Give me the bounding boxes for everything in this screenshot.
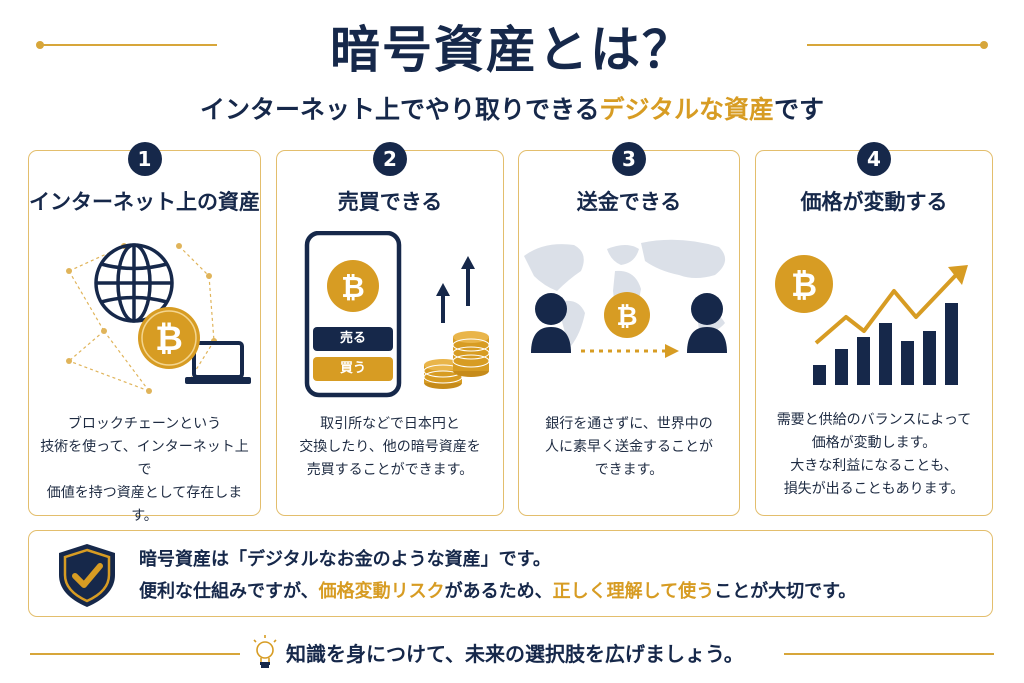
- card-text-line: 大きな利益になることも、: [790, 458, 958, 474]
- arrow-right-icon: [581, 344, 679, 358]
- card-text-line: できます。: [594, 462, 664, 478]
- smartphone-icon: [304, 231, 402, 398]
- shield-check-icon: [59, 544, 115, 607]
- person-icon: [687, 293, 727, 353]
- card-remittance: 3 送金できる ₿: [518, 142, 740, 516]
- summary-line-1: 暗号資産は「デジタルなお金のような資産」です。: [139, 549, 551, 570]
- sell-button: 売る: [313, 327, 393, 351]
- subtitle-highlight: デジタルな資産: [599, 95, 774, 124]
- card-description: 需要と供給のバランスによって 価格が変動します。 大きな利益になることも、 損失…: [766, 409, 982, 501]
- card-text-line: 価格が変動します。: [811, 435, 937, 451]
- card-text-line: 取引所などで日本円と: [320, 416, 460, 432]
- card-number-badge: 2: [373, 142, 407, 176]
- footer-text: 知識を身につけて、未来の選択肢を広げましょう。: [286, 642, 744, 666]
- svg-text:₿: ₿: [616, 302, 637, 332]
- summary-line-2: 便利な仕組みですが、価格変動リスクがあるため、正しく理解して使うことが大切です。: [139, 577, 856, 603]
- card-illustration: ₿: [756, 231, 992, 411]
- card-price-volatility: 4 価格が変動する ₿ 需要と供給のバランスによって 価格が変: [755, 142, 993, 516]
- lightbulb-icon: [253, 635, 277, 668]
- coin-stack-icon: [423, 331, 490, 389]
- footer-divider-right: [784, 653, 994, 655]
- card-title: 売買できる: [337, 190, 443, 214]
- card-number-badge: 3: [612, 142, 646, 176]
- card-illustration: ₿: [519, 231, 739, 411]
- card-text-line: 売買することができます。: [306, 462, 474, 478]
- svg-text:₿: ₿: [155, 319, 183, 359]
- card-description: 取引所などで日本円と 交換したり、他の暗号資産を 売買することができます。: [287, 413, 493, 482]
- buy-button: 買う: [313, 357, 393, 381]
- summary-text: 便利な仕組みですが、: [139, 581, 319, 602]
- bitcoin-icon: ₿: [775, 255, 833, 313]
- title-divider-right: [807, 41, 988, 49]
- bar-chart-icon: [813, 303, 958, 385]
- card-text-line: 人に素早く送金することが: [545, 439, 713, 455]
- svg-text:₿: ₿: [341, 270, 365, 304]
- card-trading: 2 売買できる ₿: [276, 142, 504, 516]
- card-text-line: ブロックチェーンという: [67, 416, 222, 432]
- bitcoin-icon: ₿: [604, 292, 650, 338]
- card-text-line: 銀行を通さずに、世界中の: [545, 416, 713, 432]
- arrow-up-icon: [436, 256, 475, 323]
- summary-text: ことが大切です。: [714, 581, 857, 602]
- card-title: インターネット上の資産: [29, 190, 260, 214]
- trend-up-arrow-icon: [814, 265, 968, 345]
- card-title: 価格が変動する: [800, 190, 948, 214]
- card-title: 送金できる: [576, 190, 682, 214]
- bitcoin-icon: ₿: [327, 260, 379, 312]
- subtitle-post: です: [774, 95, 825, 124]
- card-internet-asset: 1 インターネット上の資産: [28, 142, 261, 524]
- world-map-icon: [524, 239, 726, 346]
- bitcoin-icon: ₿: [138, 307, 200, 369]
- card-illustration: ₿: [29, 231, 260, 411]
- card-number-badge: 1: [127, 142, 162, 176]
- card-illustration: ₿ 売る 買う: [277, 231, 503, 411]
- footer: 知識を身につけて、未来の選択肢を広げましょう。: [0, 633, 1024, 673]
- laptop-icon: [185, 341, 251, 384]
- summary-box: 暗号資産は「デジタルなお金のような資産」です。 便利な仕組みですが、価格変動リス…: [28, 530, 993, 617]
- title-divider-left: [36, 41, 217, 49]
- card-text-line: 技術を使って、インターネット上で: [40, 439, 249, 478]
- footer-divider-left: [30, 653, 240, 655]
- summary-text: があるため、: [444, 581, 553, 602]
- card-text-line: 損失が出ることもあります。: [783, 481, 965, 497]
- page-subtitle: インターネット上でやり取りできるデジタルな資産です: [0, 90, 1024, 126]
- card-description: 銀行を通さずに、世界中の 人に素早く送金することが できます。: [529, 413, 729, 482]
- subtitle-pre: インターネット上でやり取りできる: [199, 95, 600, 124]
- card-text-line: 需要と供給のバランスによって: [776, 412, 972, 428]
- card-description: ブロックチェーンという 技術を使って、インターネット上で 価値を持つ資産として存…: [39, 413, 250, 528]
- person-icon: [531, 293, 571, 353]
- summary-highlight: 価格変動リスク: [318, 581, 445, 602]
- card-number-badge: 4: [857, 142, 891, 176]
- card-text-line: 価値を持つ資産として存在します。: [46, 485, 243, 524]
- card-text-line: 交換したり、他の暗号資産を: [299, 439, 481, 455]
- globe-icon: [94, 243, 174, 323]
- svg-text:₿: ₿: [791, 266, 817, 304]
- summary-highlight: 正しく理解して使う: [552, 581, 715, 602]
- page-title: 暗号資産とは？: [330, 21, 694, 79]
- title-row: 暗号資産とは？: [0, 10, 1024, 80]
